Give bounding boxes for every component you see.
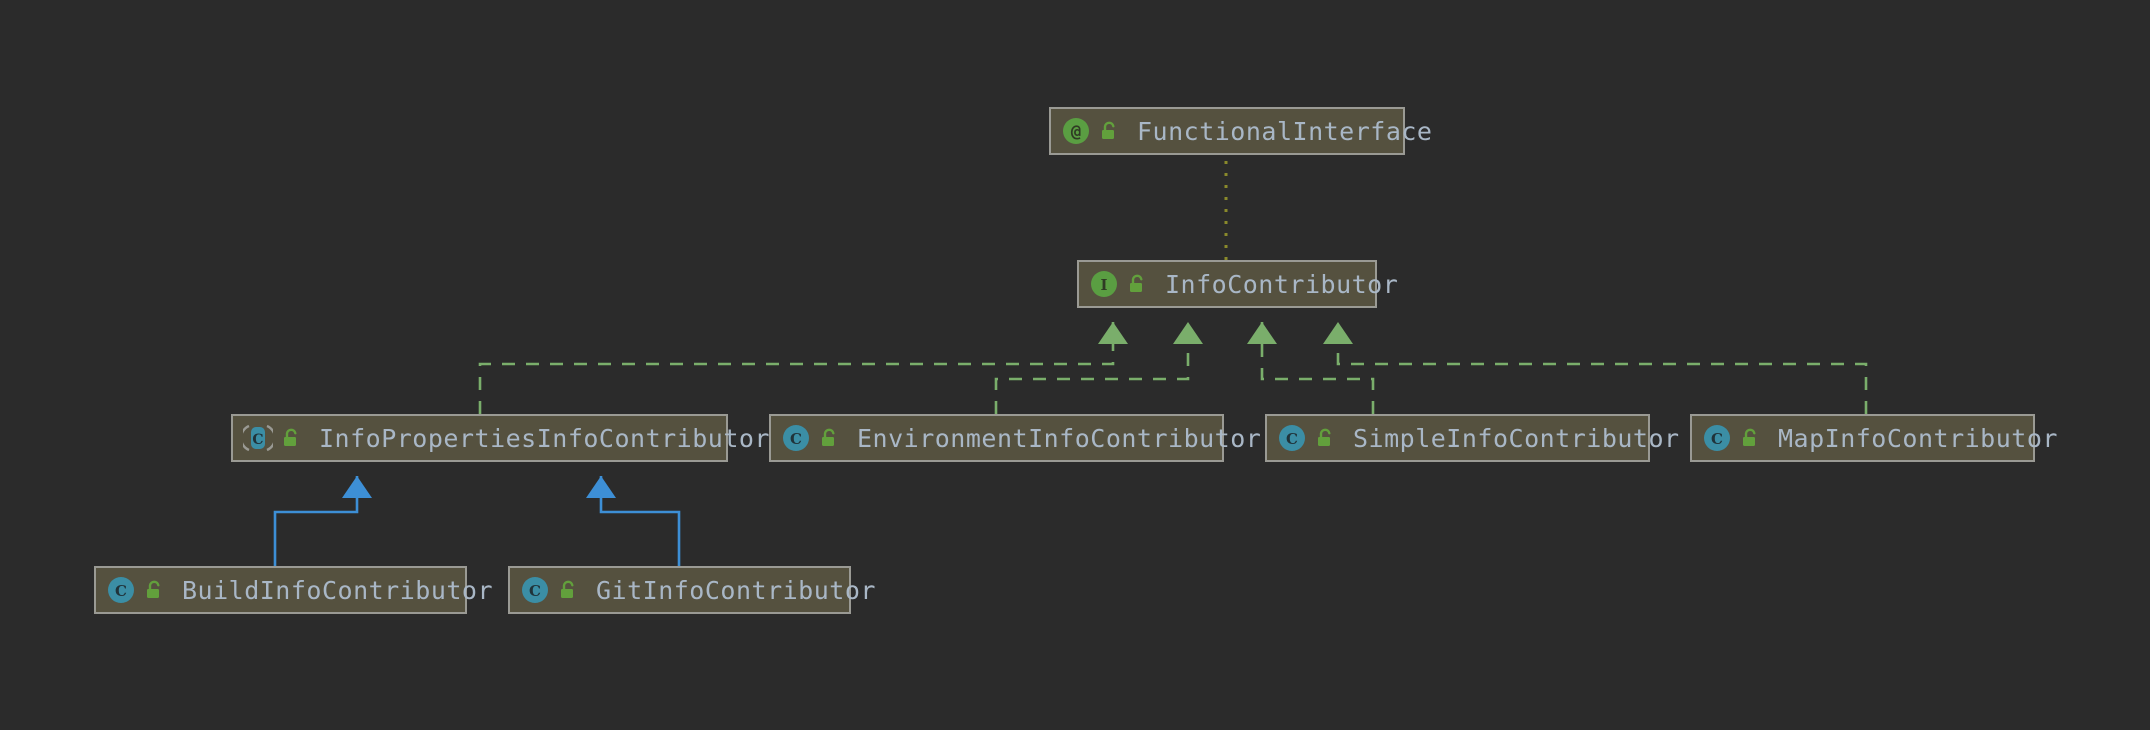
edge-implements-map-info-contributor — [1336, 322, 1868, 414]
annotation-at-icon: @ — [1061, 116, 1091, 146]
class-c-icon: C — [781, 423, 811, 453]
svg-text:I: I — [1100, 276, 1107, 294]
arrowhead-implements-environment-info-contributor — [1173, 322, 1203, 344]
svg-text:C: C — [252, 432, 263, 448]
svg-text:C: C — [529, 582, 541, 600]
class-node-functional-interface[interactable]: @ FunctionalInterface — [1049, 107, 1432, 155]
class-node-build-info-contributor[interactable]: C BuildInfoContributor — [94, 566, 493, 614]
class-node-label: InfoContributor — [1165, 269, 1399, 299]
unlocked-public-icon — [1127, 273, 1147, 295]
class-node-label: SimpleInfoContributor — [1353, 423, 1680, 453]
unlocked-public-icon — [1099, 120, 1119, 142]
unlocked-public-icon — [819, 427, 839, 449]
class-node-map-info-contributor[interactable]: C MapInfoContributor — [1690, 414, 2057, 462]
unlocked-public-icon — [144, 579, 164, 601]
arrowhead-implements-info-properties-info-contributor — [1098, 322, 1128, 344]
class-node-label: BuildInfoContributor — [182, 575, 494, 605]
svg-text:C: C — [1286, 430, 1298, 448]
edge-implements-environment-info-contributor — [994, 322, 1190, 414]
interface-i-icon: I — [1089, 269, 1119, 299]
class-node-label: EnvironmentInfoContributor — [857, 423, 1262, 453]
class-node-label: GitInfoContributor — [596, 575, 876, 605]
unlocked-public-icon — [1315, 427, 1335, 449]
arrowhead-extends-build-info-contributor — [342, 476, 372, 498]
class-c-icon: C — [1277, 423, 1307, 453]
edge-implements-info-properties-info-contributor — [478, 322, 1115, 414]
class-node-info-properties-info-contributor[interactable]: C InfoPropertiesInfoContributor — [231, 414, 770, 462]
class-node-git-info-contributor[interactable]: C GitInfoContributor — [508, 566, 875, 614]
arrowhead-implements-simple-info-contributor — [1247, 322, 1277, 344]
svg-text:C: C — [1711, 430, 1723, 448]
edge-implements-simple-info-contributor — [1260, 322, 1375, 414]
class-node-label: FunctionalInterface — [1137, 116, 1433, 146]
class-c-icon: C — [106, 575, 136, 605]
unlocked-public-icon — [558, 579, 578, 601]
abstract-class-c-icon: C — [243, 423, 273, 453]
class-node-label: InfoPropertiesInfoContributor — [319, 423, 770, 453]
class-c-icon: C — [520, 575, 550, 605]
svg-text:C: C — [790, 430, 802, 448]
unlocked-public-icon — [281, 427, 301, 449]
class-node-simple-info-contributor[interactable]: C SimpleInfoContributor — [1265, 414, 1679, 462]
class-node-environment-info-contributor[interactable]: C EnvironmentInfoContributor — [769, 414, 1261, 462]
class-node-info-contributor[interactable]: I InfoContributor — [1077, 260, 1398, 308]
edge-extends-build-info-contributor — [273, 476, 359, 566]
svg-text:@: @ — [1071, 122, 1081, 142]
unlocked-public-icon — [1740, 427, 1760, 449]
arrowhead-extends-git-info-contributor — [586, 476, 616, 498]
svg-text:C: C — [115, 582, 127, 600]
class-node-label: MapInfoContributor — [1778, 423, 2058, 453]
class-c-icon: C — [1702, 423, 1732, 453]
edge-extends-git-info-contributor — [599, 476, 681, 566]
arrowhead-implements-map-info-contributor — [1323, 322, 1353, 344]
